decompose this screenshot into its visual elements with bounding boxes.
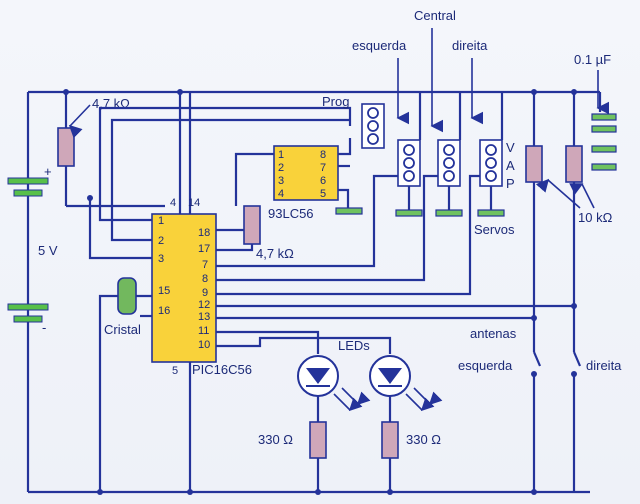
capacitor-plate-2	[591, 125, 617, 133]
eeprom-pin-1: 1	[278, 149, 284, 161]
resistor-10k-left	[525, 145, 543, 183]
eeprom-pin-4: 4	[278, 188, 284, 200]
led-1	[297, 355, 371, 412]
eeprom-pin-8: 8	[320, 149, 326, 161]
capacitor-label: 0.1 µF	[574, 52, 611, 67]
capacitor-plate-1	[591, 113, 617, 121]
mcu-label: PIC16C56	[192, 362, 252, 377]
mcu-pin-5: 5	[172, 365, 178, 377]
resistor-10k-label: 10 kΩ	[578, 210, 613, 225]
mcu-pin-7: 7	[202, 259, 208, 271]
eeprom-pin-7: 7	[320, 162, 326, 174]
servo-pin-label-a: A	[506, 158, 515, 173]
mcu-pin-1: 1	[158, 215, 164, 227]
servo-pin-label-v: V	[506, 140, 515, 155]
antena-direita-label: direita	[586, 358, 622, 373]
prog-label: Prog	[322, 94, 349, 109]
battery-plus-label: +	[44, 164, 52, 179]
servo-label-direita: direita	[452, 38, 488, 53]
antena-esquerda-label: esquerda	[458, 358, 513, 373]
resistor-4k7-mid	[243, 205, 261, 245]
servo-connector-central	[435, 139, 463, 217]
leds-label: LEDs	[338, 338, 370, 353]
battery-voltage-label: 5 V	[38, 243, 58, 258]
eeprom-ground-pad	[335, 207, 363, 215]
mcu-pin-14: 14	[188, 197, 200, 209]
mcu-chip-pic16c56	[151, 213, 217, 363]
servo-label-esquerda: esquerda	[352, 38, 407, 53]
eeprom-chip-93lc56	[273, 145, 339, 201]
mcu-pin-16: 16	[158, 305, 170, 317]
mcu-pin-11: 11	[198, 325, 209, 337]
eeprom-pin-5: 5	[320, 188, 326, 200]
mcu-pin-8: 8	[202, 273, 208, 285]
prog-header	[361, 103, 385, 149]
antenas-label: antenas	[470, 326, 517, 341]
servo-connector-esquerda	[395, 139, 423, 217]
crystal-label: Cristal	[104, 322, 141, 337]
resistor-330-left	[309, 421, 327, 459]
servo-pin-label-p: P	[506, 176, 515, 191]
capacitor-plate-3	[591, 145, 617, 153]
mcu-pin-10: 10	[198, 339, 210, 351]
mcu-pin-18: 18	[198, 227, 210, 239]
mcu-pin-3: 3	[158, 253, 164, 265]
mcu-pin-9: 9	[202, 287, 208, 299]
servo-label-central: Central	[414, 8, 456, 23]
antenna-switch-direita	[571, 351, 582, 492]
eeprom-pin-6: 6	[320, 175, 326, 187]
servos-label: Servos	[474, 222, 515, 237]
resistor-330-left-label: 330 Ω	[258, 432, 293, 447]
mcu-pin-17: 17	[198, 243, 210, 255]
mcu-pin-12: 12	[198, 299, 210, 311]
resistor-330-right-label: 330 Ω	[406, 432, 441, 447]
junction-dots	[63, 89, 577, 495]
battery-symbol	[7, 177, 49, 323]
servo-connector-direita	[477, 139, 505, 217]
eeprom-pin-2: 2	[278, 162, 284, 174]
antenna-switch-esquerda	[531, 351, 542, 492]
battery-minus-label: -	[42, 320, 46, 335]
mcu-pin-4: 4	[170, 197, 176, 209]
mcu-pin-13: 13	[198, 311, 210, 323]
resistor-330-right	[381, 421, 399, 459]
resistor-10k-right	[565, 145, 583, 183]
mcu-pin-15: 15	[158, 285, 170, 297]
crystal-component	[117, 277, 137, 315]
resistor-4k7-left	[57, 127, 75, 167]
led-2	[369, 355, 443, 412]
eeprom-label: 93LC56	[268, 206, 314, 221]
resistor-4k7-mid-label: 4,7 kΩ	[256, 246, 294, 261]
eeprom-pin-3: 3	[278, 175, 284, 187]
capacitor-plate-4	[591, 163, 617, 171]
mcu-pin-2: 2	[158, 235, 164, 247]
